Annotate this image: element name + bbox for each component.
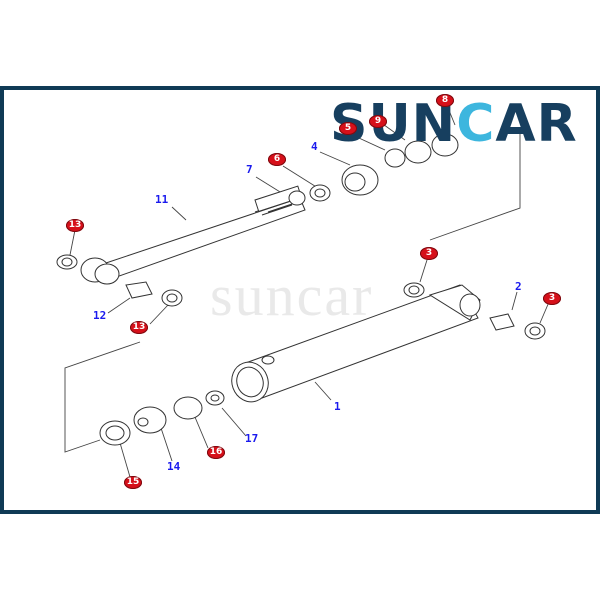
logo-text-ar: AR xyxy=(495,94,578,154)
callout-5: 5 xyxy=(339,122,357,135)
callout-3-right: 3 xyxy=(543,292,561,305)
callout-9: 9 xyxy=(369,115,387,128)
piston-rod xyxy=(80,185,306,285)
callout-17: 17 xyxy=(245,432,259,445)
callout-1: 1 xyxy=(334,400,341,413)
callout-11: 11 xyxy=(155,193,169,206)
callout-8: 8 xyxy=(436,94,454,107)
bushings-right xyxy=(403,282,546,340)
callout-4: 4 xyxy=(311,140,318,153)
callout-15: 15 xyxy=(124,476,142,489)
callout-12: 12 xyxy=(93,309,107,322)
suncar-logo: SUNCAR xyxy=(330,95,578,153)
callout-7: 7 xyxy=(246,163,253,176)
callout-6: 6 xyxy=(268,153,286,166)
callout-13-bottom: 13 xyxy=(130,321,148,334)
logo-text-c: C xyxy=(456,94,496,154)
cylinder-tube xyxy=(231,284,481,403)
bushings-left xyxy=(56,254,183,307)
watermark-text: suncar xyxy=(210,263,374,328)
piston-parts xyxy=(99,390,225,446)
callout-13-top: 13 xyxy=(66,219,84,232)
callout-3-top: 3 xyxy=(420,247,438,260)
diagram-frame xyxy=(0,86,600,514)
callout-2: 2 xyxy=(515,280,522,293)
callout-16: 16 xyxy=(207,446,225,459)
gland-seals xyxy=(288,133,459,206)
callout-14: 14 xyxy=(167,460,181,473)
